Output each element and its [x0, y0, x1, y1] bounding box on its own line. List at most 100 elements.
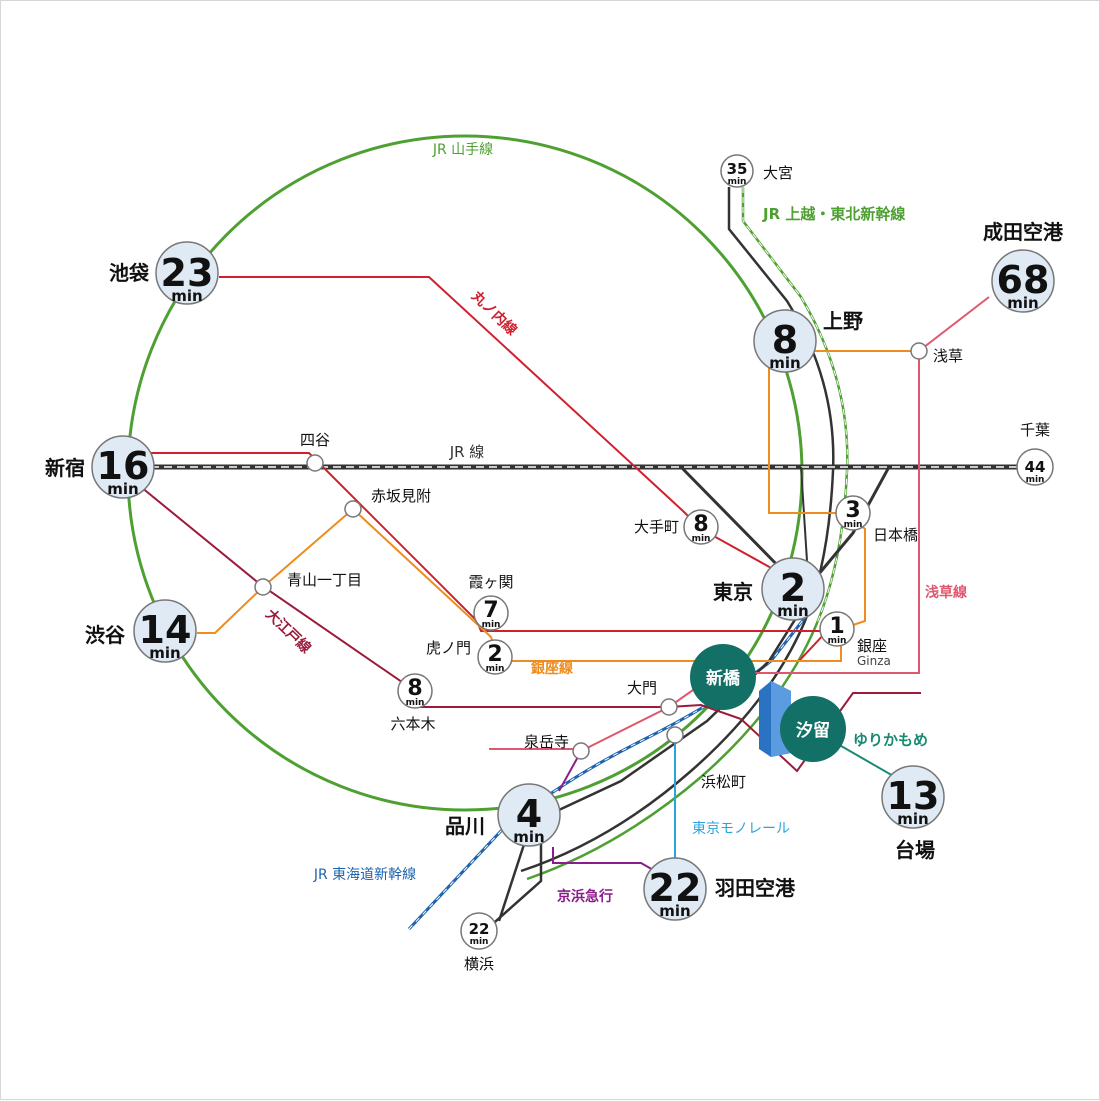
- monorail-label: 東京モノレール: [692, 821, 790, 837]
- nihonbashi-time: 3: [845, 498, 860, 523]
- tokaido-label: JR 東海道新幹線: [313, 866, 416, 883]
- shimbashi-name: 新橋: [706, 668, 741, 689]
- toranomon-label: 虎ノ門: [426, 639, 471, 657]
- daimon-label: 大門: [627, 679, 657, 697]
- station-kasumigaseki: 7 min: [473, 595, 509, 631]
- roppongi-label: 六本木: [390, 715, 435, 733]
- narita-time: 68: [997, 258, 1050, 302]
- haneda-label: 羽田空港: [715, 876, 796, 900]
- oedo-label: 大江戸線: [262, 606, 314, 657]
- daiba-unit: min: [897, 810, 928, 828]
- station-yokohama: 22 min: [460, 912, 498, 950]
- station-shinagawa: 4 min: [497, 783, 561, 847]
- shibuya-label: 渋谷: [85, 623, 126, 647]
- marunouchi-label: 丸ノ内線: [468, 287, 521, 339]
- hamamatsucho-label: 浜松町: [701, 773, 746, 791]
- tokyo-time: 2: [780, 566, 806, 610]
- keikyu-label: 京浜急行: [557, 888, 613, 905]
- yokohama-unit: min: [470, 937, 489, 947]
- chiba-time: 44: [1025, 458, 1046, 476]
- daiba-time: 13: [887, 774, 940, 818]
- ginza-sublabel: Ginza: [857, 654, 891, 668]
- transfer-nodes: [254, 342, 928, 760]
- station-ginza: 1 min: [819, 611, 855, 647]
- kasumigaseki-time: 7: [483, 598, 498, 623]
- station-narita: 68 min: [991, 249, 1055, 313]
- omiya-unit: min: [728, 177, 747, 187]
- shinjuku-unit: min: [107, 480, 138, 498]
- narita-unit: min: [1007, 294, 1038, 312]
- nihonbashi-unit: min: [844, 520, 863, 530]
- akasakamitsuke-label: 赤坂見附: [371, 487, 431, 505]
- narita-label: 成田空港: [983, 220, 1064, 244]
- kasumigaseki-unit: min: [482, 620, 501, 630]
- roppongi-time: 8: [407, 676, 422, 701]
- tokyo-label: 東京: [713, 580, 753, 604]
- yurikamome-label: ゆりかもめ: [853, 731, 928, 749]
- ueno-time: 8: [772, 318, 798, 362]
- sengakuji-label: 泉岳寺: [524, 733, 569, 751]
- aoyama-node: [254, 578, 272, 596]
- shinjuku-label: 新宿: [45, 456, 85, 480]
- haneda-unit: min: [659, 902, 690, 920]
- station-roppongi: 8 min: [397, 673, 433, 709]
- aoyama-label: 青山一丁目: [287, 571, 362, 589]
- omiya-time: 35: [727, 160, 748, 178]
- ginza-time: 1: [829, 614, 844, 639]
- ueno-label: 上野: [823, 309, 863, 333]
- ikebukuro-label: 池袋: [109, 261, 150, 285]
- ginza-unit: min: [828, 636, 847, 646]
- toranomon-unit: min: [486, 664, 505, 674]
- shiodome-name: 汐留: [796, 720, 830, 741]
- station-ikebukuro: 23 min: [155, 241, 219, 305]
- keikyu-line: [552, 754, 656, 872]
- otemachi-label: 大手町: [634, 518, 679, 536]
- yotsuya-node: [306, 454, 324, 472]
- daiba-label: 台場: [895, 838, 935, 862]
- sengakuji-node: [572, 742, 590, 760]
- nihonbashi-label: 日本橋: [873, 526, 918, 544]
- station-daiba: 13 min: [881, 765, 945, 829]
- haneda-time: 22: [649, 866, 702, 910]
- yamanote-label: JR 山手線: [432, 142, 493, 158]
- asakusa-line-label: 浅草線: [925, 584, 967, 601]
- ginza-line-label: 銀座線: [531, 660, 573, 677]
- shinjuku-time: 16: [97, 444, 150, 488]
- ikebukuro-time: 23: [161, 251, 214, 295]
- station-shinjuku: 16 min: [91, 435, 155, 499]
- daimon-node: [660, 698, 678, 716]
- omiya-label: 大宮: [763, 164, 793, 182]
- shinagawa-label: 品川: [445, 814, 485, 838]
- station-ueno: 8 min: [753, 309, 817, 373]
- joetsu-label: JR 上越・東北新幹線: [762, 205, 905, 223]
- otemachi-unit: min: [692, 534, 711, 544]
- joetsu-shinkansen-line: [520, 187, 849, 881]
- ueno-unit: min: [769, 354, 800, 372]
- asakusa-label: 浅草: [933, 347, 963, 365]
- station-shimbashi: 新橋: [690, 644, 756, 710]
- shibuya-unit: min: [149, 644, 180, 662]
- station-haneda: 22 min: [643, 857, 707, 921]
- yokohama-label: 横浜: [464, 955, 494, 973]
- akasakamitsuke-node: [344, 500, 362, 518]
- ginza-label: 銀座: [857, 637, 887, 655]
- yokohama-time: 22: [469, 920, 490, 938]
- chiba-label: 千葉: [1020, 421, 1050, 439]
- otemachi-time: 8: [693, 512, 708, 537]
- yotsuya-label: 四谷: [300, 431, 330, 449]
- chiba-unit: min: [1026, 475, 1045, 485]
- shinagawa-time: 4: [516, 792, 542, 836]
- station-shibuya: 14 min: [133, 599, 197, 663]
- station-toranomon: 2 min: [477, 639, 513, 675]
- toranomon-time: 2: [487, 642, 502, 667]
- roppongi-unit: min: [406, 698, 425, 708]
- hamamatsucho-node: [666, 726, 684, 744]
- kasumigaseki-label: 霞ヶ関: [468, 573, 513, 591]
- station-chiba: 44 min: [1016, 448, 1054, 486]
- shibuya-time: 14: [139, 608, 192, 652]
- ikebukuro-unit: min: [171, 287, 202, 305]
- station-otemachi: 8 min: [683, 509, 719, 545]
- jr-line: [151, 464, 1021, 930]
